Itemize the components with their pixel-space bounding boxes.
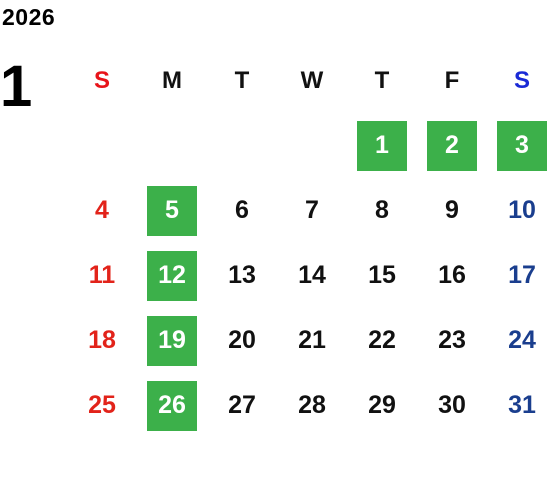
day-number: 8 (375, 196, 389, 224)
day-cell-29[interactable]: 29 (347, 373, 417, 438)
weekday-header: T (374, 66, 390, 94)
day-cell-4[interactable]: 4 (67, 178, 137, 243)
day-cell-30[interactable]: 30 (417, 373, 487, 438)
day-number: 9 (445, 196, 459, 224)
day-number: 7 (305, 196, 319, 224)
day-cell-14[interactable]: 14 (277, 243, 347, 308)
day-cell-9[interactable]: 9 (417, 178, 487, 243)
day-cell-10[interactable]: 10 (487, 178, 548, 243)
day-cell-21[interactable]: 21 (277, 308, 347, 373)
day-cell-2[interactable]: 2 (417, 113, 487, 178)
day-number: 30 (438, 391, 466, 419)
day-cell-15[interactable]: 15 (347, 243, 417, 308)
year-label: 2026 (2, 4, 56, 30)
month-number: 1 (0, 54, 33, 119)
day-cell-11[interactable]: 11 (67, 243, 137, 308)
day-number: 6 (235, 196, 249, 224)
day-cell-16[interactable]: 16 (417, 243, 487, 308)
day-number: 24 (508, 326, 536, 354)
empty-day-cell (67, 113, 137, 178)
day-number: 27 (228, 391, 256, 419)
day-cell-1[interactable]: 1 (347, 113, 417, 178)
empty-day-cell (137, 113, 207, 178)
day-number: 19 (158, 326, 186, 354)
day-number: 2 (445, 131, 459, 159)
day-cell-26[interactable]: 26 (137, 373, 207, 438)
day-number: 20 (228, 326, 256, 354)
day-number: 1 (375, 131, 389, 159)
day-number: 23 (438, 326, 466, 354)
day-cell-25[interactable]: 25 (67, 373, 137, 438)
day-number: 21 (298, 326, 326, 354)
weekday-header: M (162, 66, 182, 94)
day-number: 4 (95, 196, 109, 224)
weekday-header: S (513, 66, 530, 94)
day-cell-27[interactable]: 27 (207, 373, 277, 438)
weekday-header: S (93, 66, 110, 94)
day-number: 15 (368, 261, 396, 289)
weekday-header: W (300, 66, 324, 94)
day-cell-28[interactable]: 28 (277, 373, 347, 438)
day-cell-12[interactable]: 12 (137, 243, 207, 308)
day-cell-3[interactable]: 3 (487, 113, 548, 178)
day-cell-22[interactable]: 22 (347, 308, 417, 373)
day-cell-31[interactable]: 31 (487, 373, 548, 438)
day-number: 17 (508, 261, 536, 289)
day-number: 22 (368, 326, 396, 354)
day-number: 28 (298, 391, 326, 419)
day-number: 10 (508, 196, 536, 224)
day-cell-17[interactable]: 17 (487, 243, 548, 308)
day-cell-24[interactable]: 24 (487, 308, 548, 373)
weekday-header: T (234, 66, 250, 94)
day-number: 3 (515, 131, 529, 159)
day-cell-18[interactable]: 18 (67, 308, 137, 373)
day-number: 26 (158, 391, 186, 419)
day-cell-19[interactable]: 19 (137, 308, 207, 373)
weekday-header: F (444, 66, 460, 94)
day-number: 16 (438, 261, 466, 289)
day-cell-8[interactable]: 8 (347, 178, 417, 243)
day-number: 31 (508, 391, 536, 419)
day-number: 5 (165, 196, 179, 224)
day-cell-6[interactable]: 6 (207, 178, 277, 243)
day-number: 14 (298, 261, 326, 289)
day-number: 18 (88, 326, 116, 354)
day-number: 13 (228, 261, 256, 289)
day-number: 25 (88, 391, 116, 419)
day-cell-13[interactable]: 13 (207, 243, 277, 308)
day-cell-7[interactable]: 7 (277, 178, 347, 243)
day-cell-5[interactable]: 5 (137, 178, 207, 243)
day-number: 12 (158, 261, 186, 289)
day-cell-23[interactable]: 23 (417, 308, 487, 373)
day-number: 29 (368, 391, 396, 419)
day-number: 11 (88, 261, 116, 289)
empty-day-cell (277, 113, 347, 178)
day-cell-20[interactable]: 20 (207, 308, 277, 373)
empty-day-cell (207, 113, 277, 178)
